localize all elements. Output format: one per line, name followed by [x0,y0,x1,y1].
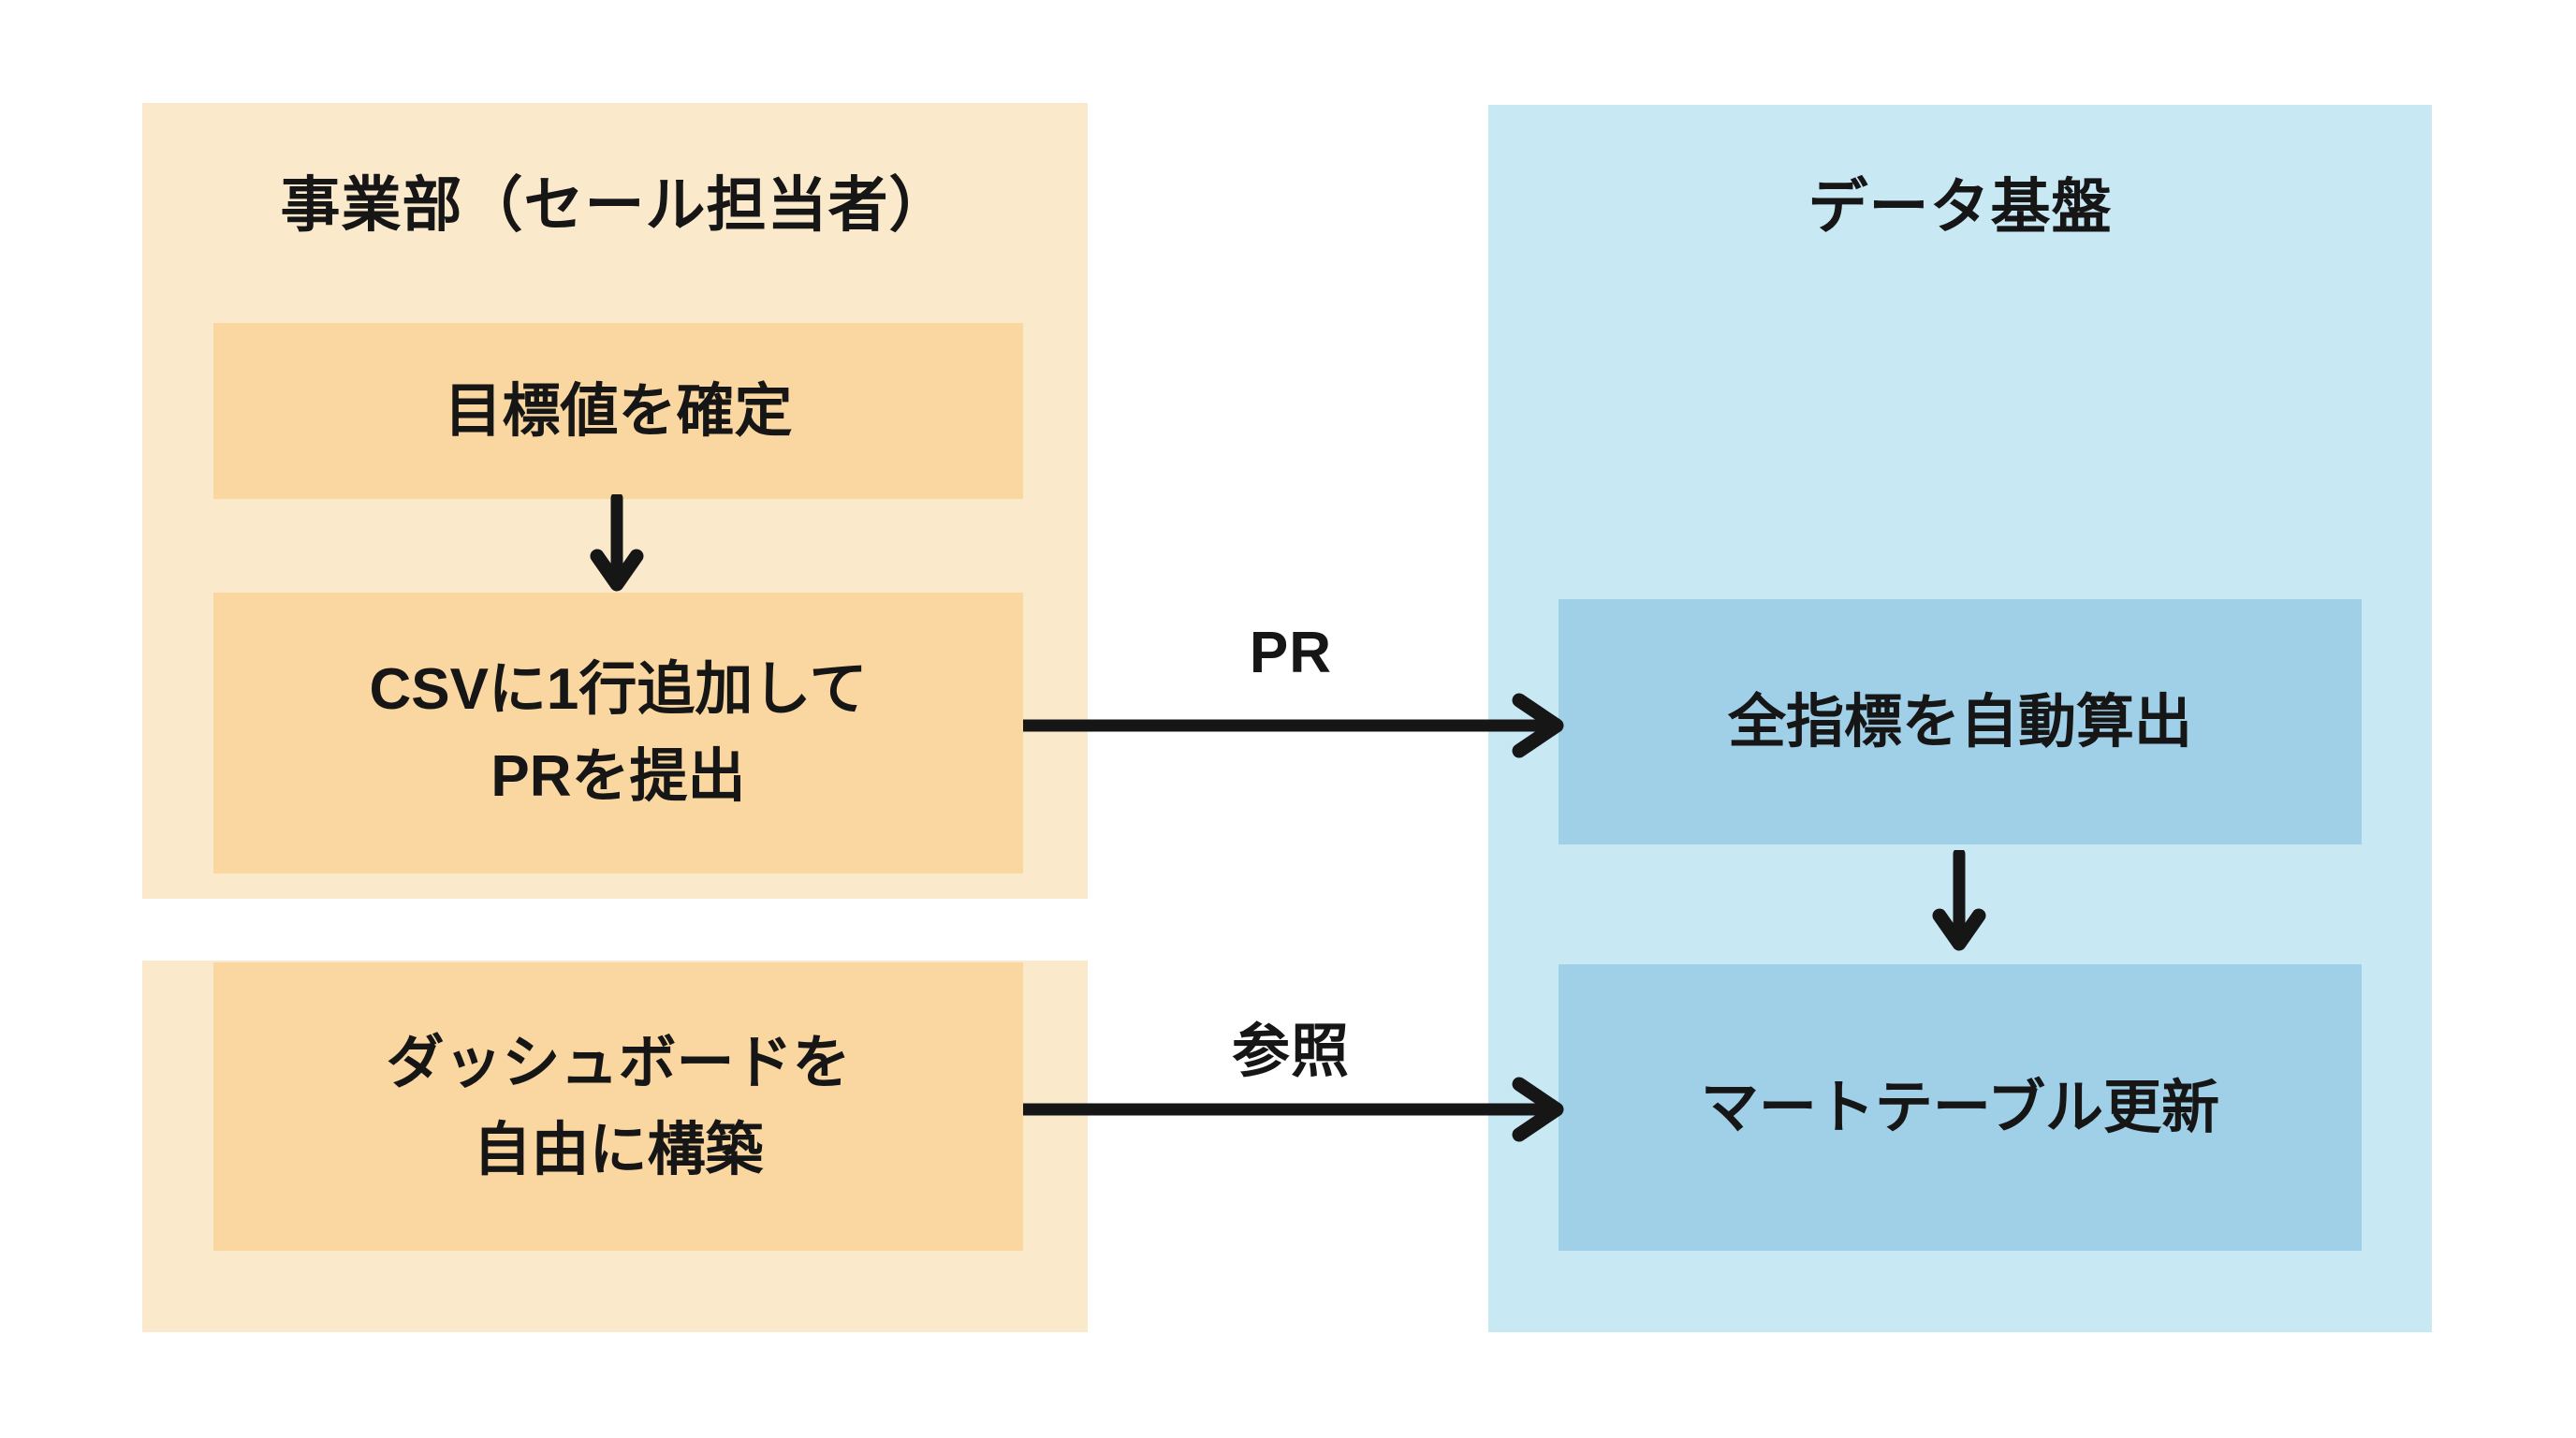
node-mart-update: マートテーブル更新 [1559,964,2362,1251]
node-set-target: 目標値を確定 [213,323,1023,499]
pr-arrow-icon [1023,688,1575,763]
reference-arrow-icon [1023,1072,1575,1147]
node-auto-calc: 全指標を自動算出 [1559,599,2362,844]
down-arrow-icon-right [1931,850,1987,957]
node-build-dashboard: ダッシュボードを 自由に構築 [213,962,1023,1251]
pr-arrow-label: PR [1249,621,1333,685]
node-submit-pr: CSVに1行追加して PRを提出 [213,593,1023,873]
data-platform-title: データ基盤 [1808,173,2113,241]
reference-arrow-label: 参照 [1231,1020,1350,1084]
down-arrow-icon-left [589,494,645,597]
business-lane-title: 事業部（セール担当者） [280,171,950,239]
